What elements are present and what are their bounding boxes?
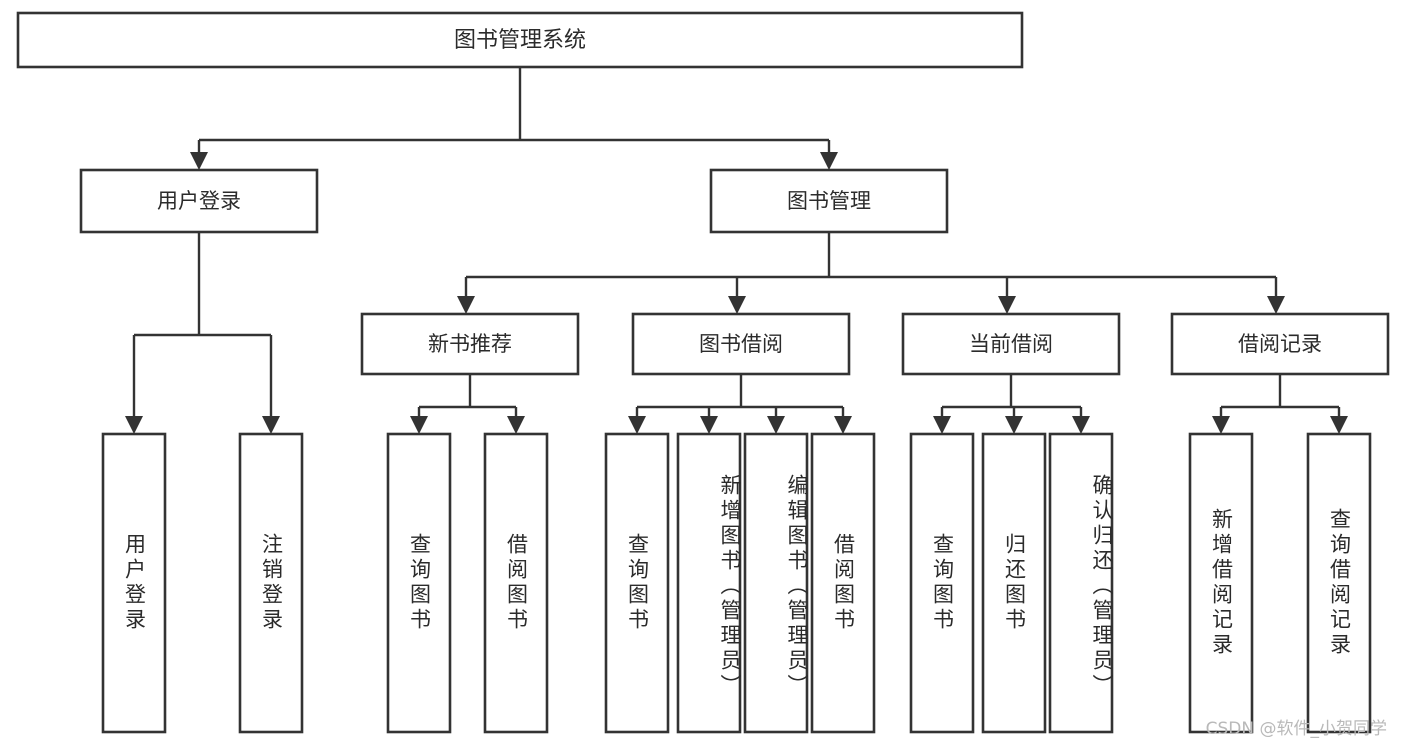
node-user-login-label: 用户登录 xyxy=(157,189,241,213)
connector-group-user-login xyxy=(125,232,280,434)
node-borrow-record-label: 借阅记录 xyxy=(1238,332,1322,356)
arrow-head-icon xyxy=(410,416,428,434)
node-new-book-recommend-box[interactable] xyxy=(360,312,580,376)
arrow-head-icon xyxy=(834,416,852,434)
node-current-borrow[interactable]: 当前借阅 xyxy=(901,312,1121,376)
connector-group-root xyxy=(190,67,838,170)
connector-group-book-borrow xyxy=(628,374,852,434)
node-current-borrow-label: 当前借阅 xyxy=(969,332,1053,356)
arrow-head-icon xyxy=(628,416,646,434)
node-leaf-query-record-box[interactable] xyxy=(1306,432,1372,734)
arrow-head-icon xyxy=(1330,416,1348,434)
connector-group-book-manage xyxy=(457,232,1285,314)
arrow-head-icon xyxy=(767,416,785,434)
node-book-manage[interactable]: 图书管理 xyxy=(709,168,949,234)
node-borrow-record[interactable]: 借阅记录 xyxy=(1170,312,1390,376)
node-new-book-recommend-label: 新书推荐 xyxy=(428,332,512,356)
node-root-system-label: 图书管理系统 xyxy=(454,28,586,53)
node-root-system[interactable]: 图书管理系统 xyxy=(16,11,1024,69)
node-leaf-confirm-return-box[interactable] xyxy=(1048,432,1114,734)
node-book-borrow-box[interactable] xyxy=(631,312,851,376)
node-root-system-box[interactable] xyxy=(16,11,1024,69)
arrow-head-icon xyxy=(125,416,143,434)
node-current-borrow-box[interactable] xyxy=(901,312,1121,376)
node-leaf-logout-box[interactable] xyxy=(238,432,304,734)
node-leaf-edit-book-box[interactable] xyxy=(743,432,809,734)
arrow-head-icon xyxy=(262,416,280,434)
node-leaf-borrow-book-1-box[interactable] xyxy=(483,432,549,734)
arrow-head-icon xyxy=(1072,416,1090,434)
node-book-borrow-label: 图书借阅 xyxy=(699,332,783,356)
node-user-login[interactable]: 用户登录 xyxy=(79,168,319,234)
arrow-head-icon xyxy=(998,296,1016,314)
node-leaf-borrow-book-2-box[interactable] xyxy=(810,432,876,734)
arrow-head-icon xyxy=(933,416,951,434)
node-leaf-user-login-box[interactable] xyxy=(101,432,167,734)
connector-group-borrow-record xyxy=(1212,374,1348,434)
connector-group-new-book-recommend xyxy=(410,374,525,434)
node-leaf-query-book-1-box[interactable] xyxy=(386,432,452,734)
node-leaf-query-book-2-box[interactable] xyxy=(604,432,670,734)
arrow-head-icon xyxy=(820,152,838,170)
node-book-manage-label: 图书管理 xyxy=(787,189,871,213)
leaf-boxes-group xyxy=(101,432,1372,734)
arrow-head-icon xyxy=(190,152,208,170)
node-leaf-add-book-box[interactable] xyxy=(676,432,742,734)
arrow-head-icon xyxy=(507,416,525,434)
arrow-head-icon xyxy=(457,296,475,314)
node-borrow-record-box[interactable] xyxy=(1170,312,1390,376)
node-leaf-add-record-box[interactable] xyxy=(1188,432,1254,734)
node-leaf-return-book-box[interactable] xyxy=(981,432,1047,734)
node-book-manage-box[interactable] xyxy=(709,168,949,234)
arrow-head-icon xyxy=(1005,416,1023,434)
arrow-head-icon xyxy=(700,416,718,434)
connector-group-current-borrow xyxy=(933,374,1090,434)
node-new-book-recommend[interactable]: 新书推荐 xyxy=(360,312,580,376)
arrow-head-icon xyxy=(728,296,746,314)
node-book-borrow[interactable]: 图书借阅 xyxy=(631,312,851,376)
arrow-head-icon xyxy=(1267,296,1285,314)
node-user-login-box[interactable] xyxy=(79,168,319,234)
node-leaf-query-book-3-box[interactable] xyxy=(909,432,975,734)
arrow-head-icon xyxy=(1212,416,1230,434)
